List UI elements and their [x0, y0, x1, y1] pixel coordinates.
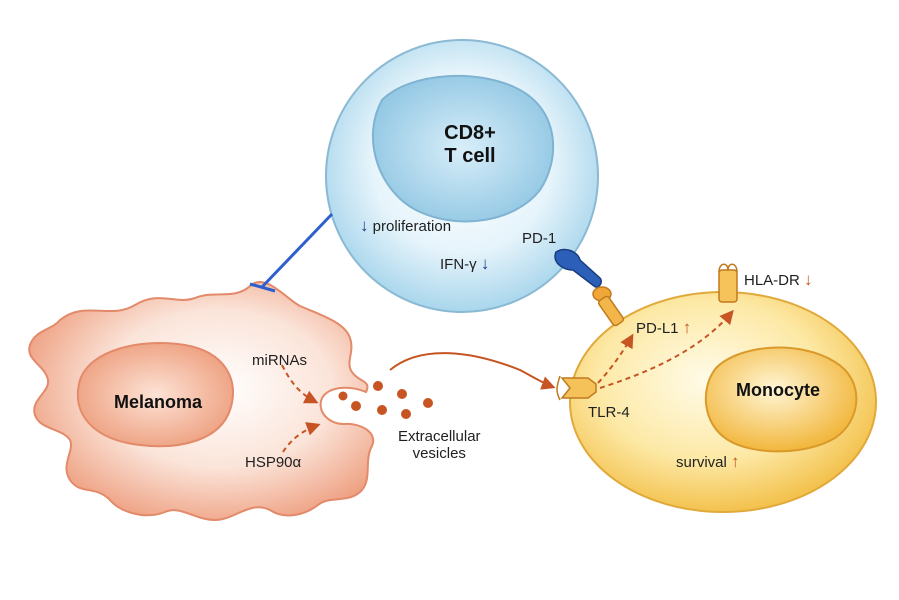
survival-text: survival [676, 454, 727, 471]
tlr4-receptor [556, 375, 597, 401]
tcell-title: CD8+ T cell [430, 122, 510, 168]
tcell [325, 39, 599, 313]
tlr4-pdl1-arrow [597, 333, 634, 384]
tcell-title-line2: T cell [444, 145, 496, 167]
mirnas-label: miRNAs [252, 352, 307, 369]
proliferation-label: ↓ proliferation [360, 216, 451, 236]
hsp90-label: HSP90α [245, 454, 302, 471]
hladr-receptor [718, 263, 738, 303]
hladr-label: HLA-DR ↓ [744, 270, 813, 290]
ifn-text: IFN-γ [440, 256, 477, 273]
monocyte-nucleus [704, 346, 858, 453]
tlr4-hladr-arrow [599, 309, 734, 389]
tcell-title-line1: CD8+ [444, 122, 496, 144]
ev-label-line2: vesicles [412, 445, 466, 463]
melanoma-nucleus [76, 342, 234, 448]
hladr-text: HLA-DR [744, 272, 800, 289]
down-arrow-icon: ↓ [480, 254, 490, 273]
ev-label: Extracellular vesicles [398, 428, 481, 463]
hsp90-arrow [282, 422, 321, 453]
ev-label-line1: Extracellular [398, 428, 481, 445]
pd1-label: PD-1 [522, 230, 557, 247]
tcell-nucleus [371, 74, 555, 223]
melanoma-cell [28, 280, 375, 522]
down-arrow-icon: ↓ [360, 216, 369, 235]
monocyte-title: Monocyte [735, 380, 820, 400]
vesicle-arrow [389, 352, 556, 390]
down-arrow-icon: ↓ [804, 270, 813, 289]
ifn-label: IFN-γ ↓ [440, 254, 489, 274]
up-arrow-icon: ↑ [731, 452, 740, 471]
tlr4-label: TLR-4 [588, 404, 630, 421]
pdl1-text: PD-L1 [636, 320, 679, 337]
melanoma-title: Melanoma [113, 392, 203, 412]
pd1-receptor [554, 248, 603, 288]
vesicles [338, 381, 433, 419]
inhibition-line [249, 212, 334, 293]
pdl1-label: PD-L1 ↑ [636, 318, 691, 338]
survival-label: survival ↑ [676, 452, 740, 472]
proliferation-text: proliferation [372, 218, 452, 235]
pdl1-ligand [592, 286, 625, 327]
up-arrow-icon: ↑ [682, 318, 692, 337]
mirna-arrow [281, 364, 319, 404]
